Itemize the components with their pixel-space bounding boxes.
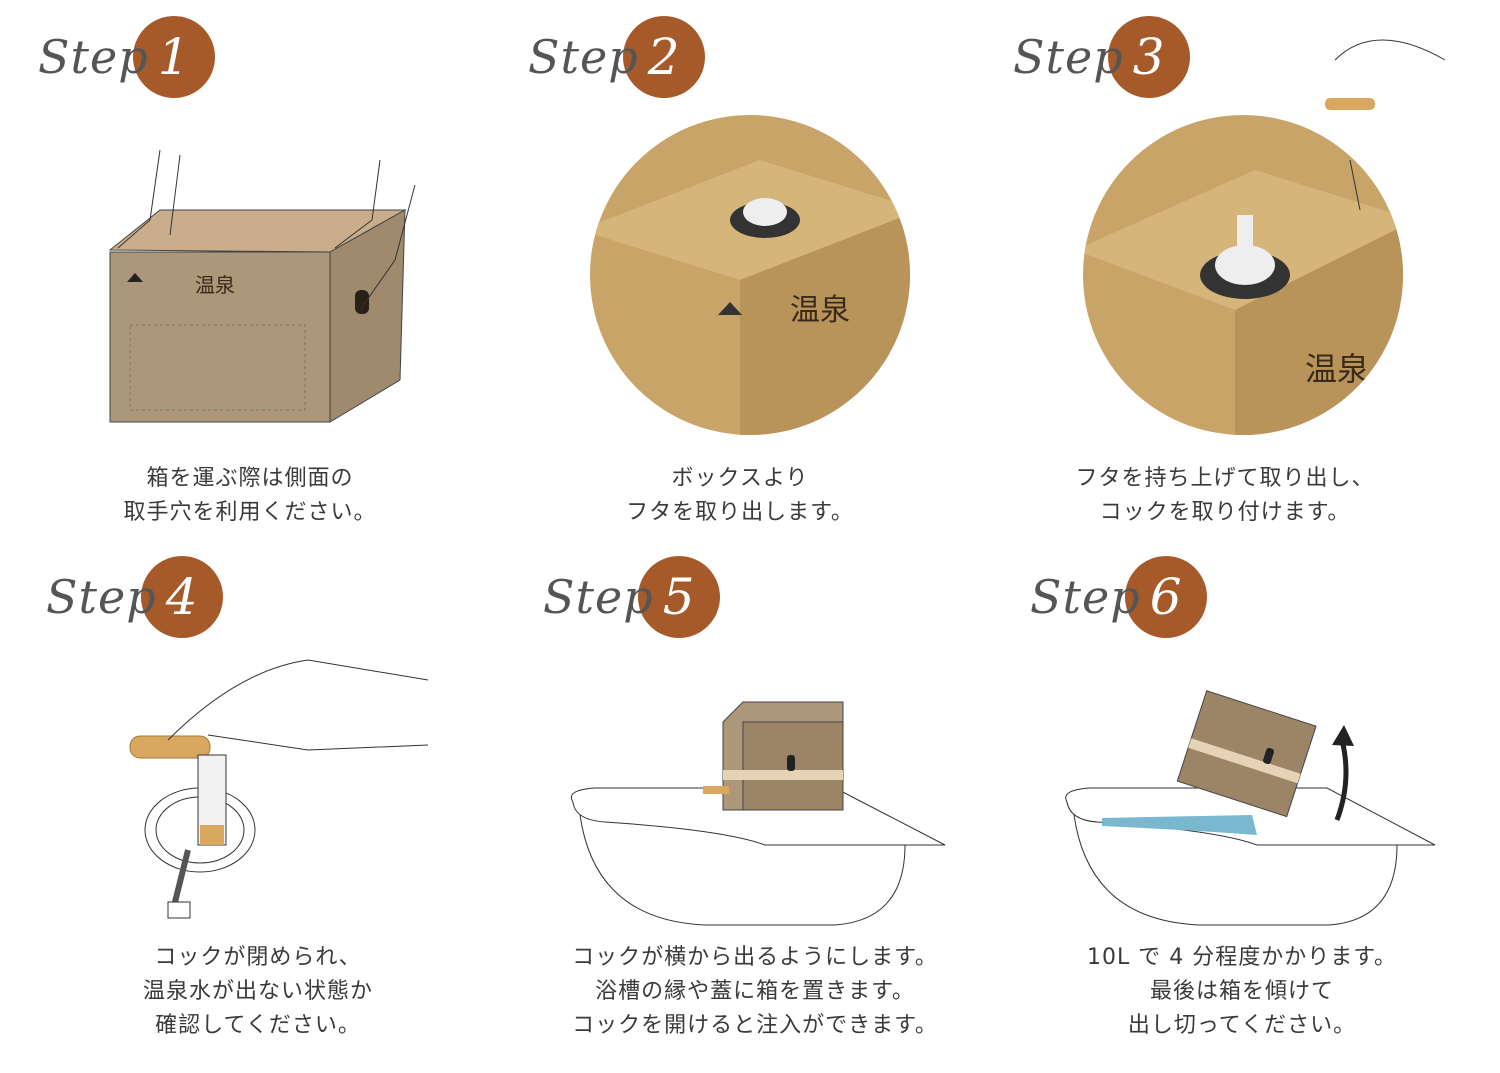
step-caption: コックが閉められ、 温泉水が出ない状態か 確認してください。 — [142, 945, 373, 1038]
step-number-badge: 4 — [140, 556, 223, 638]
step-caption: ボックスより フタを取り出します。 — [626, 466, 854, 525]
step-6: Step 6 10L で 4 分程度かかります。 最後は箱を傾けて 出し切ってく… — [992, 540, 1492, 1073]
box-carry-illustration: 温泉 — [108, 149, 416, 423]
box-open-photo: 温泉 — [590, 115, 910, 435]
step-caption: コックが横から出るようにします。 浴槽の縁や蓋に箱を置きます。 コックを開けると… — [572, 945, 938, 1038]
step-caption: 箱を運ぶ際は側面の 取手穴を利用ください。 — [123, 466, 377, 525]
svg-text:温泉: 温泉 — [195, 273, 235, 297]
step-number-badge: 2 — [622, 16, 705, 98]
box-on-bathtub-illustration — [570, 701, 946, 926]
step-4: Step 4 コックが閉められ、 温泉水が出ない状態か 確認してください。 — [8, 540, 508, 1073]
svg-text:温泉: 温泉 — [1305, 350, 1369, 388]
attach-cock-photo: 温泉 — [1083, 39, 1446, 435]
step-label: Step 6 — [1030, 552, 1207, 642]
step-5: Step 5 コックが横から出るようにします。 浴槽の縁や蓋に箱を置きます。 コ… — [505, 540, 1005, 1073]
step-3: 温泉 Step 3 フタを持ち上げて取り出し、 コックを取り付けます。 — [975, 0, 1475, 536]
cock-closed-illustration — [129, 659, 429, 919]
step-number-badge: 6 — [1124, 556, 1207, 638]
step-number-badge: 3 — [1107, 16, 1190, 98]
step-label: Step 5 — [543, 552, 720, 642]
step-label: Step 3 — [1013, 12, 1190, 102]
step-label: Step 4 — [46, 552, 223, 642]
svg-text:温泉: 温泉 — [790, 293, 850, 328]
step-caption: フタを持ち上げて取り出し、 コックを取り付けます。 — [1075, 466, 1375, 525]
step-label: Step 2 — [528, 12, 705, 102]
step-1: 温泉 Step 1 箱を運ぶ際は側面の 取手穴を利用ください。 — [0, 0, 500, 536]
step-2: 温泉 Step 2 ボックスより フタを取り出します。 — [490, 0, 990, 536]
step-label: Step 1 — [38, 12, 215, 102]
step-number-badge: 5 — [637, 556, 720, 638]
step-number-badge: 1 — [132, 16, 215, 98]
step-caption: 10L で 4 分程度かかります。 最後は箱を傾けて 出し切ってください。 — [1086, 945, 1398, 1038]
tilt-box-illustration — [1065, 690, 1436, 926]
